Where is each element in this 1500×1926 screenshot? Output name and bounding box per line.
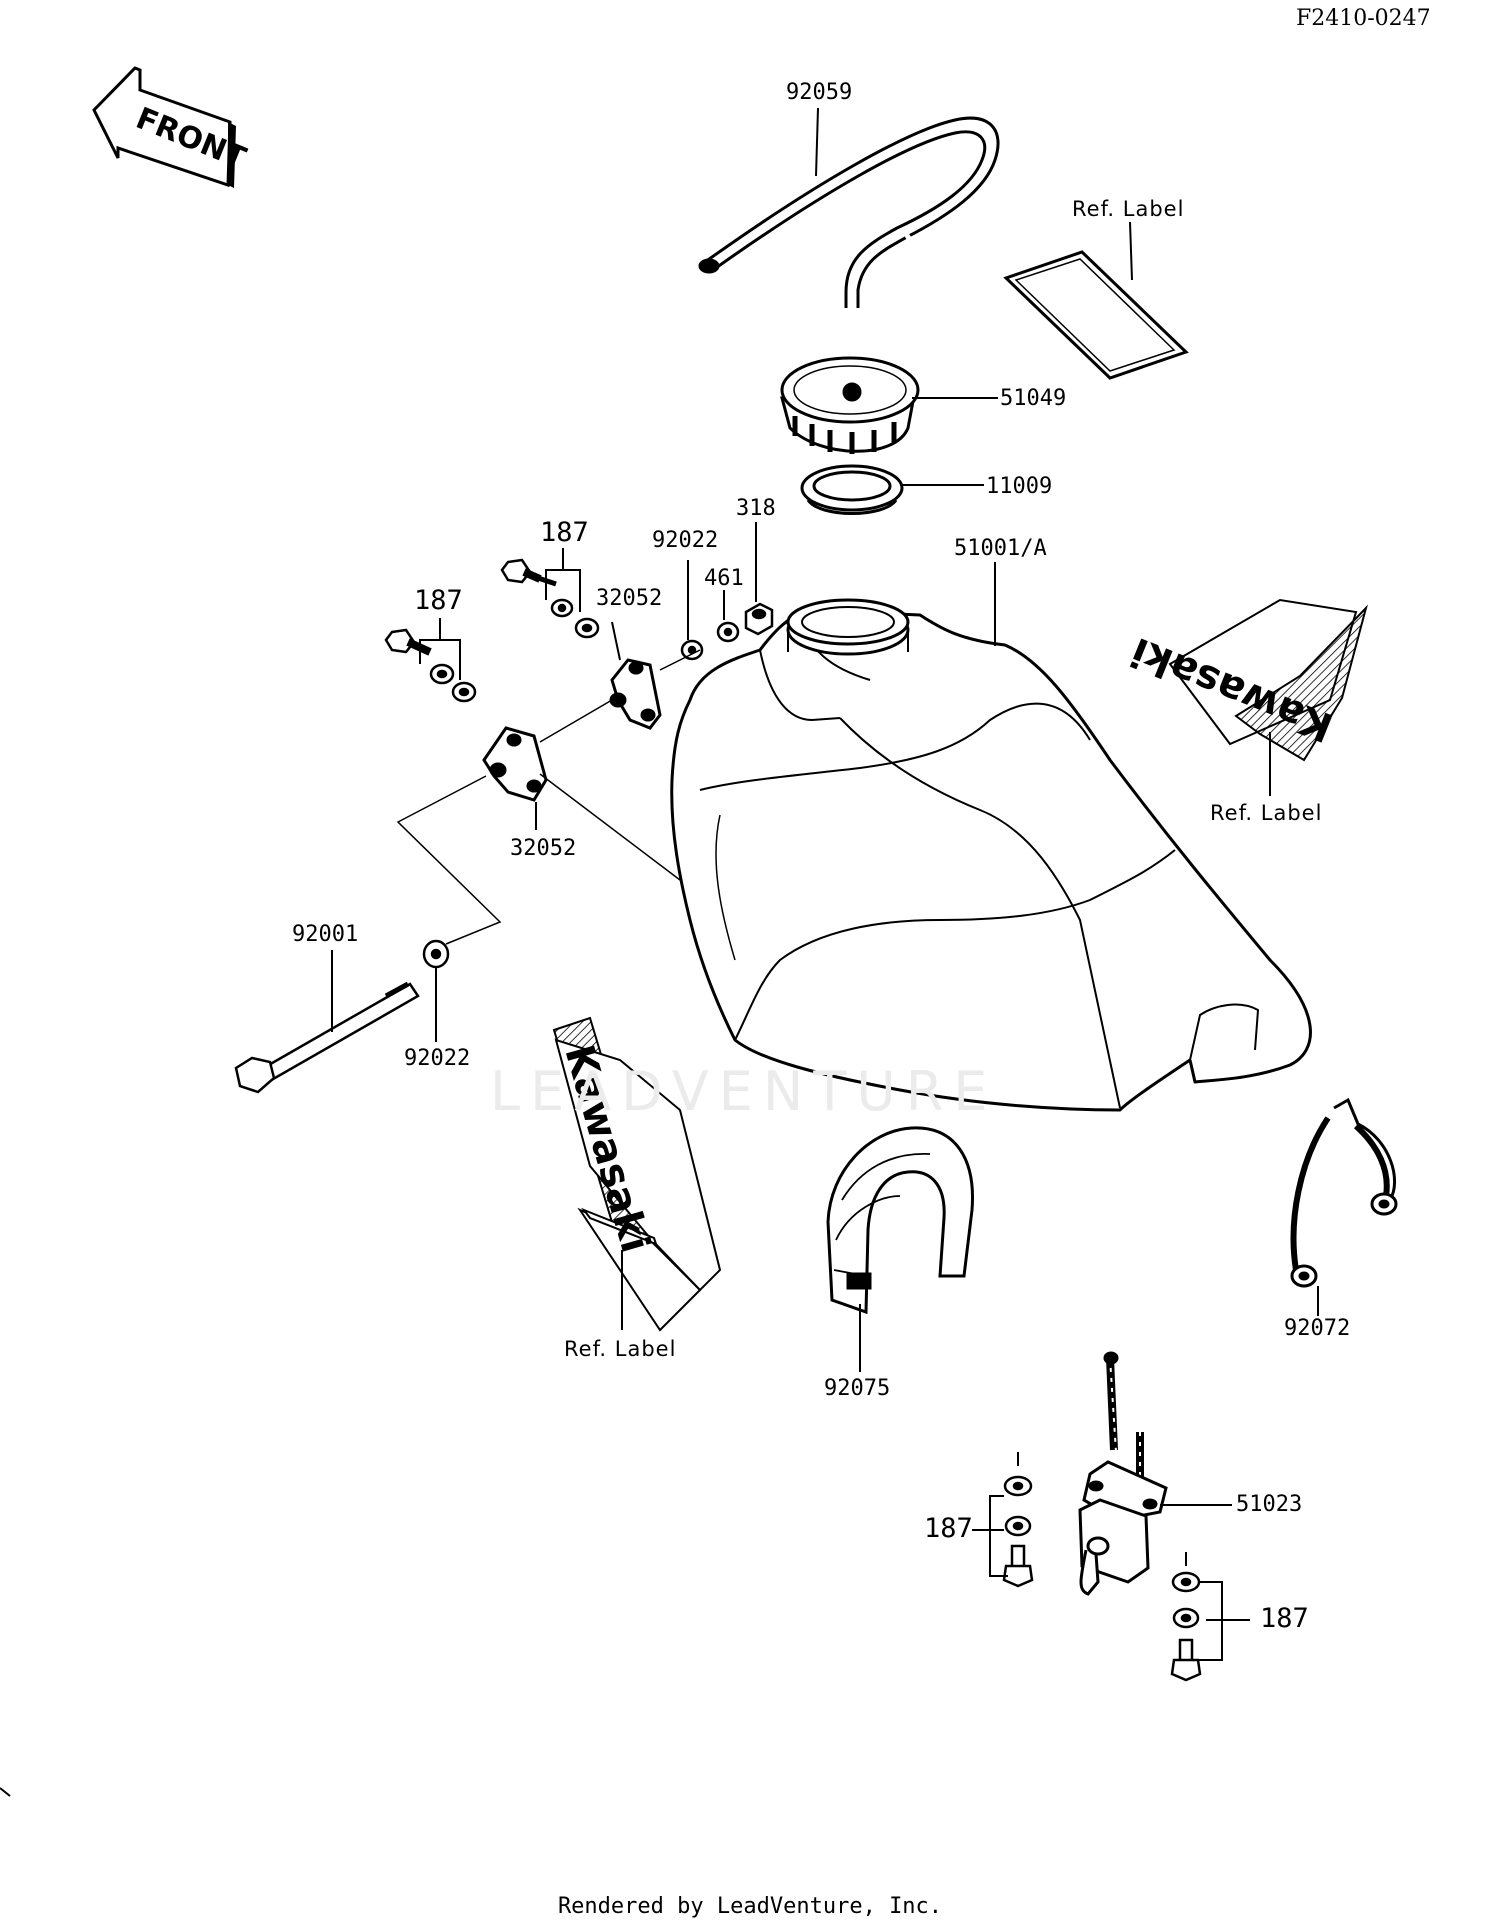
label-ref-label-top: Ref. Label: [1072, 197, 1185, 221]
label-318: 318: [736, 496, 776, 521]
bolt-92001-icon: [236, 984, 418, 1092]
label-92001: 92001: [292, 922, 359, 947]
damper-icon: [828, 1128, 973, 1312]
bolt-187-upper-icon: [502, 560, 556, 584]
label-11009: 11009: [986, 474, 1053, 499]
leader-187-cock-left: [972, 1496, 1008, 1576]
collar-461-icon: [718, 623, 738, 641]
leader-187-cock-right: [1196, 1582, 1250, 1660]
front-arrow-icon: FRONT: [94, 68, 251, 188]
label-51001a: 51001/A: [954, 536, 1047, 561]
label-187-cock-left: 187: [924, 1513, 973, 1544]
nut-318-icon: [746, 604, 772, 634]
label-32052-upper: 32052: [596, 586, 663, 611]
label-92022-bottom: 92022: [404, 1046, 471, 1071]
bracket-lower-icon: [484, 728, 546, 800]
fuel-cap-icon: [782, 358, 918, 454]
label-187-cock-right: 187: [1260, 1603, 1309, 1634]
leader-ref-label-top: [1130, 222, 1132, 280]
cap-gasket-icon: [802, 466, 902, 514]
assembly-lines: [398, 650, 700, 944]
label-92072: 92072: [1284, 1316, 1351, 1341]
label-92022-top: 92022: [652, 528, 719, 553]
footer-credit: Rendered by LeadVenture, Inc.: [557, 1894, 943, 1919]
label-92059: 92059: [786, 80, 853, 105]
washer-92022-top-icon: [682, 641, 702, 659]
label-187-upper: 187: [540, 517, 589, 548]
decal-right-icon: Kawasaki: [1125, 600, 1366, 760]
fuel-hose-icon: [700, 118, 998, 308]
figure-code: F2410-0247: [1296, 6, 1431, 31]
label-92075: 92075: [824, 1376, 891, 1401]
label-51023: 51023: [1236, 1492, 1303, 1517]
ref-label-decal-top-icon: [1006, 252, 1186, 378]
bracket-upper-icon: [611, 660, 660, 728]
collar-187-left-icon: [431, 665, 475, 701]
fuel-tank-icon: [672, 600, 1311, 1110]
washer-92022-bottom-icon: [424, 941, 448, 967]
fastener-187-cock-right-icon: [1172, 1552, 1200, 1680]
label-32052-lower: 32052: [510, 836, 577, 861]
fastener-187-cock-left-icon: [1004, 1452, 1032, 1586]
leader-32052-upper: [612, 622, 620, 660]
fuel-cock-icon: [1080, 1353, 1166, 1594]
band-icon: [1292, 1100, 1396, 1286]
collar-187-upper-icon: [552, 600, 598, 637]
edge-tick: [0, 1788, 10, 1796]
label-187-left: 187: [414, 585, 463, 616]
label-ref-label-left: Ref. Label: [564, 1337, 677, 1361]
label-ref-label-right: Ref. Label: [1210, 801, 1323, 825]
leader-92059: [816, 108, 818, 176]
watermark: LEADVENTURE: [490, 1060, 998, 1123]
label-51049: 51049: [1000, 386, 1067, 411]
label-461: 461: [704, 566, 744, 591]
